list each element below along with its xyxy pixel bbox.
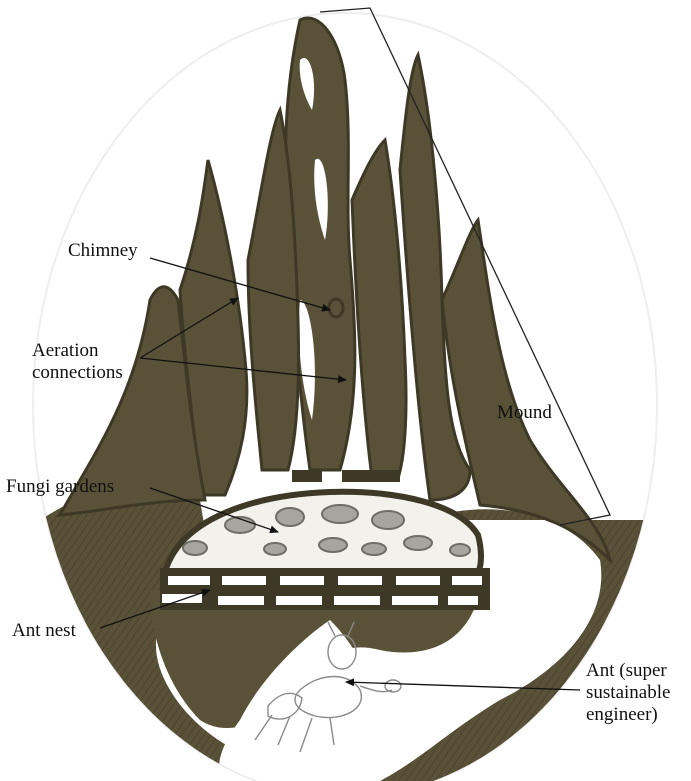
- right-outer-wall: [442, 220, 610, 560]
- spire-base-left: [292, 470, 322, 482]
- label-aeration-line1: Aeration: [32, 340, 123, 362]
- label-aeration-line2: connections: [32, 362, 123, 384]
- label-ant-line1: Ant (super: [586, 660, 670, 682]
- spire-base-right: [342, 470, 400, 482]
- label-fungi-gardens: Fungi gardens: [6, 476, 114, 498]
- label-chimney: Chimney: [68, 240, 138, 262]
- nest-gallery: [160, 568, 490, 610]
- fungi-dome: [165, 492, 481, 572]
- inner-right-spire: [352, 140, 406, 478]
- label-aeration: Aeration connections: [32, 340, 123, 384]
- label-ant-nest: Ant nest: [12, 620, 76, 642]
- label-ant: Ant (super sustainable engineer): [586, 660, 670, 726]
- label-ant-line2: sustainable: [586, 682, 670, 704]
- label-ant-line3: engineer): [586, 704, 670, 726]
- label-mound: Mound: [497, 402, 552, 424]
